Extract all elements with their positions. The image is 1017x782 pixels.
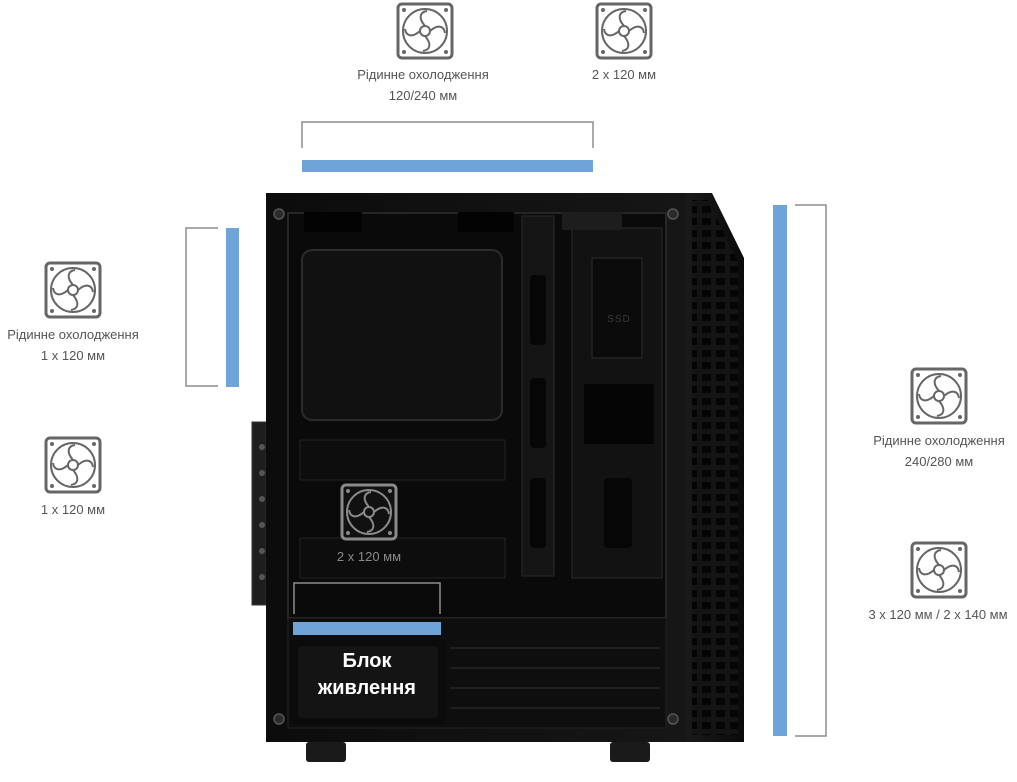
bottom-inside-label-line1: 2 x 120 мм xyxy=(336,549,402,564)
rear-label-line1: Рідинне охолодження xyxy=(7,327,139,342)
fan-icon xyxy=(44,261,102,319)
fan-icon xyxy=(595,2,653,60)
fan-icon xyxy=(44,436,102,494)
fan-icon xyxy=(396,2,454,60)
psu-box xyxy=(290,640,446,724)
rear-lower-label-line1: 1 x 120 мм xyxy=(40,502,106,517)
fan-icon xyxy=(910,367,968,425)
rear-label: Рідинне охолодження 1 x 120 мм xyxy=(0,324,146,366)
rear-lower-label: 1 x 120 мм xyxy=(13,499,133,520)
top-left-label: Рідинне охолодження 120/240 мм xyxy=(323,64,523,106)
top-right-label-line1: 2 x 120 мм xyxy=(591,67,657,82)
bottom-fan-bracket xyxy=(293,582,441,635)
psu-label: Блок живлення xyxy=(296,648,438,702)
top-radiator-bracket xyxy=(301,121,594,172)
rear-radiator-bracket xyxy=(185,227,239,387)
case-body xyxy=(266,193,744,762)
bottom-inside-label: 2 x 120 мм xyxy=(309,546,429,567)
front-lower-label: 3 x 120 мм / 2 x 140 мм xyxy=(852,604,1017,625)
ssd-mark: SSD xyxy=(607,314,631,325)
psu-label-line1: Блок xyxy=(342,650,392,672)
front-radiator-bracket xyxy=(773,204,827,737)
front-upper-label-line1: Рідинне охолодження xyxy=(873,433,1005,448)
front-lower-label-line1: 3 x 120 мм / 2 x 140 мм xyxy=(868,607,1008,622)
top-right-label: 2 x 120 мм xyxy=(564,64,684,85)
front-upper-label: Рідинне охолодження 240/280 мм xyxy=(854,430,1017,472)
rear-label-line2: 1 x 120 мм xyxy=(40,348,106,363)
front-upper-label-line2: 240/280 мм xyxy=(904,454,974,469)
psu-label-line2: живлення xyxy=(318,677,416,699)
top-left-label-line1: Рідинне охолодження xyxy=(357,67,489,82)
rear-expansion-slots xyxy=(251,421,267,606)
fan-icon xyxy=(340,483,398,541)
fan-icon xyxy=(910,541,968,599)
top-left-label-line2: 120/240 мм xyxy=(388,88,458,103)
